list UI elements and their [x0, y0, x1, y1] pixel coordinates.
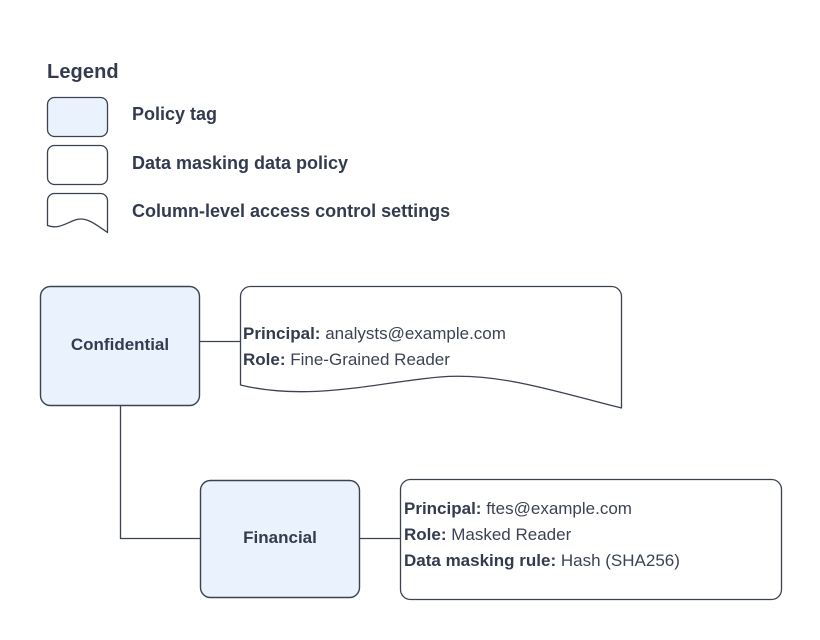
legend-item-label-column-level-access: Column-level access control settings	[132, 201, 451, 221]
callout-row-key: Principal:	[404, 499, 482, 518]
callout-row-value: analysts@example.com	[325, 324, 506, 343]
callout-row-value: ftes@example.com	[486, 499, 632, 518]
legend-title: Legend	[47, 61, 119, 83]
legend-item-label-policy-tag: Policy tag	[132, 104, 218, 124]
node-label-financial: Financial	[243, 528, 317, 547]
callout-financial-access-text: Principal: ftes@example.com Role: Masked…	[404, 496, 680, 574]
callout-row-key: Role:	[243, 350, 286, 369]
callout-row-masking-rule: Data masking rule: Hash (SHA256)	[404, 548, 680, 574]
callout-financial-access[interactable]	[399, 478, 783, 601]
callout-row-key: Role:	[404, 525, 447, 544]
callout-row-role: Role: Masked Reader	[404, 522, 680, 548]
node-financial[interactable]	[199, 479, 361, 599]
callout-row-key: Principal:	[243, 324, 321, 343]
callout-row-principal: Principal: analysts@example.com	[243, 321, 506, 347]
callout-confidential-access-text: Principal: analysts@example.com Role: Fi…	[243, 321, 506, 373]
callout-row-value: Masked Reader	[451, 525, 572, 544]
callout-row-value: Hash (SHA256)	[560, 551, 680, 570]
callout-row-role: Role: Fine-Grained Reader	[243, 347, 506, 373]
callout-confidential-access[interactable]	[239, 285, 623, 409]
node-confidential[interactable]	[39, 285, 201, 407]
callout-row-principal: Principal: ftes@example.com	[404, 496, 680, 522]
connector-confidential-to-financial	[119, 406, 200, 540]
legend-item-label-data-masking-policy: Data masking data policy	[132, 153, 349, 173]
node-label-confidential: Confidential	[70, 335, 170, 354]
legend-swatch-policy-tag	[46, 96, 109, 138]
legend-swatch-column-level-access	[46, 192, 109, 234]
callout-row-key: Data masking rule:	[404, 551, 557, 570]
callout-row-value: Fine-Grained Reader	[290, 350, 450, 369]
legend-swatch-data-masking-policy	[46, 144, 109, 186]
